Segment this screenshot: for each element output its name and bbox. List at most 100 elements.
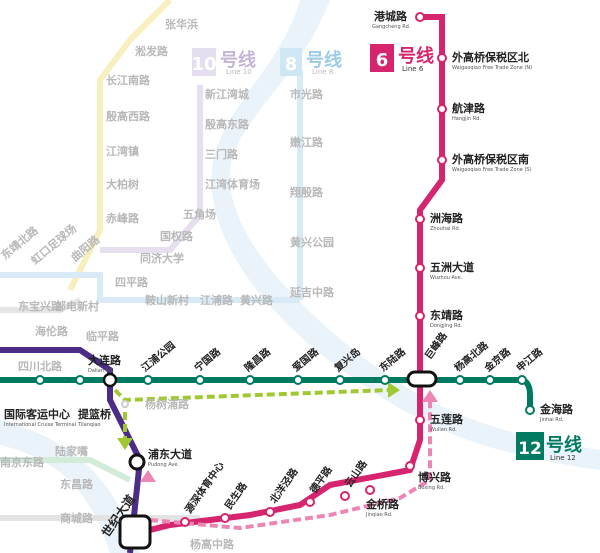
station-label: 杨高中路 — [190, 537, 235, 551]
station-label: 四平路 — [115, 275, 149, 289]
arrow-head-pink-up — [422, 390, 438, 402]
station-label: 淞发路 — [135, 44, 169, 58]
station-label: 外高桥保税区北 — [451, 50, 529, 64]
station-zhouhai[interactable]: 洲海路 Zhouhai Rd. — [415, 211, 464, 232]
station-label-en: Dalian Rd. — [88, 368, 114, 374]
station-label: 博兴路 — [418, 470, 452, 484]
arrow-head-green-right — [388, 382, 400, 398]
station-label: 长江南路 — [106, 73, 151, 87]
station-waigaoqiao-n[interactable]: 外高桥保税区北 Waigaoqiao Free Trade Zone (N) — [437, 50, 532, 71]
line8-badge: 8 号线 Line 8 — [280, 48, 342, 76]
station-label: 巨峰路 — [422, 329, 450, 362]
station-label: 张华浜 — [165, 17, 198, 31]
station-label: 五莲路 — [430, 412, 464, 426]
station-label: 北洋泾路 — [267, 465, 301, 506]
transfer-arrow-pink — [149, 400, 432, 531]
station-label: 隆昌路 — [242, 344, 274, 374]
station-label: 三门路 — [205, 147, 239, 161]
line2-track — [0, 457, 132, 483]
station-dalian[interactable]: 大连路 Dalian Rd. — [88, 353, 122, 388]
station-label: 殷高东路 — [205, 117, 250, 131]
station-wuzhou[interactable]: 五洲大道 Wuzhou Ave. — [415, 260, 474, 281]
station-wulian[interactable]: 五莲路 Wulian Rd. — [415, 412, 464, 433]
station-shenjiang[interactable]: 申江路 — [514, 344, 546, 385]
line12-track — [0, 377, 533, 410]
station-label: 江浦路 — [200, 293, 234, 307]
station-label-en: Jinqiao Rd. — [365, 512, 393, 518]
station-label: 陆家嘴 — [55, 444, 88, 458]
arrow-head-green-down — [117, 438, 133, 450]
line8-number: 8 — [285, 54, 298, 75]
station-dongjing[interactable]: 东靖路 Dongjing Rd. — [415, 308, 464, 329]
station-jinhai[interactable]: 金海路 Jinhai Rd. — [525, 402, 574, 423]
station-label-en: International Cruise Terminal — [4, 422, 76, 428]
station-label-en: Hangjin Rd. — [452, 116, 481, 122]
station-label: 邮电新村 — [55, 299, 99, 313]
station-label-en: Tilanqiao — [77, 422, 101, 428]
station-label: 洲海路 — [430, 211, 464, 225]
station-label: 江湾体育场 — [205, 177, 260, 191]
line10-label: 号线 — [220, 49, 256, 71]
line8-en: Line 8 — [312, 68, 333, 76]
station-label: 海伦路 — [35, 324, 69, 338]
station-label: 临平路 — [86, 329, 120, 343]
line6-number: 6 — [376, 50, 389, 71]
station-gangcheng[interactable]: 港城路 Gangcheng Rd. — [372, 9, 425, 30]
station-label: 同济大学 — [140, 251, 184, 265]
station-label-en: Boxing Rd. — [418, 485, 445, 491]
station-label: 港城路 — [374, 9, 408, 23]
station-label-en: Wuzhou Ave. — [430, 275, 463, 281]
line6-track — [128, 14, 445, 543]
station-label: 赤峰路 — [106, 211, 140, 225]
station-label: 提篮桥 — [78, 407, 112, 421]
station-label: 东宝兴路 — [18, 299, 63, 313]
station-label: 新江湾城 — [205, 87, 249, 101]
line10-track — [100, 85, 203, 253]
station-label: 浦东大道 — [148, 447, 192, 461]
station-label: 国际客运中心 — [4, 407, 70, 421]
line4-grey-track — [0, 297, 82, 313]
station-boxing[interactable]: 博兴路 Boxing Rd. — [405, 461, 452, 491]
station-label: 市光路 — [290, 87, 324, 101]
station-label: 黄兴路 — [240, 293, 274, 307]
grey-stations: 杨树浦路 四川北路 东宝兴路 海伦路 临平路 邮电新村 四平路 鞍山新村 江浦路… — [0, 17, 335, 551]
station-label: 国权路 — [160, 229, 194, 243]
station-label-en: Zhouhai Rd. — [430, 226, 461, 232]
station-waigaoqiao-s[interactable]: 外高桥保税区南 Waigaoqiao Free Trade Zone (S) — [437, 152, 532, 173]
station-tilanqiao[interactable]: 提篮桥 Tilanqiao — [75, 375, 112, 428]
line10-badge: 10 号线 Line 10 — [191, 48, 256, 76]
station-label: 源深体育中心 — [182, 459, 227, 516]
station-label: 鞍山新村 — [145, 293, 189, 307]
line3-track — [67, 0, 173, 292]
station-label: 江湾镇 — [106, 144, 139, 158]
station-label: 江浦公园 — [139, 339, 178, 375]
station-label: 五洲大道 — [430, 260, 474, 274]
station-label-en: Waigaoqiao Free Trade Zone (N) — [452, 65, 532, 71]
line6-label: 号线 — [398, 45, 434, 67]
station-label: 民生路 — [222, 479, 250, 512]
station-label: 大柏树 — [106, 177, 139, 191]
station-label: 东靖路 — [430, 308, 464, 322]
line10-number: 10 — [191, 54, 216, 75]
station-label-en: Jinhai Rd. — [539, 417, 564, 423]
station-label: 商城路 — [60, 511, 94, 525]
station-label: 申江路 — [514, 344, 546, 374]
station-label: 金海路 — [539, 402, 574, 416]
station-label: 南京东路 — [0, 455, 45, 469]
station-label-en: Dongjing Rd. — [430, 323, 463, 329]
line6-en: Line 6 — [402, 65, 424, 73]
arrow-head-pink-up-2 — [140, 470, 156, 482]
station-label: 翔殷路 — [289, 185, 324, 199]
station-label: 宁国路 — [192, 344, 224, 374]
station-international-cruise[interactable]: 国际客运中心 International Cruise Terminal — [4, 375, 76, 428]
station-label: 延吉中路 — [289, 285, 335, 299]
station-hangjin[interactable]: 航津路 Hangjin Rd. — [437, 101, 486, 122]
station-label-en: Pudong Ave. — [148, 462, 179, 468]
station-label-en: Waigaoqiao Free Trade Zone (S) — [452, 167, 532, 173]
station-label: 东昌路 — [60, 477, 94, 491]
station-pudong-ave[interactable]: 浦东大道 Pudong Ave. — [128, 447, 192, 471]
station-jinqiao[interactable]: 金桥路 Jinqiao Rd. — [365, 485, 400, 518]
station-label: 五角场 — [183, 207, 216, 221]
